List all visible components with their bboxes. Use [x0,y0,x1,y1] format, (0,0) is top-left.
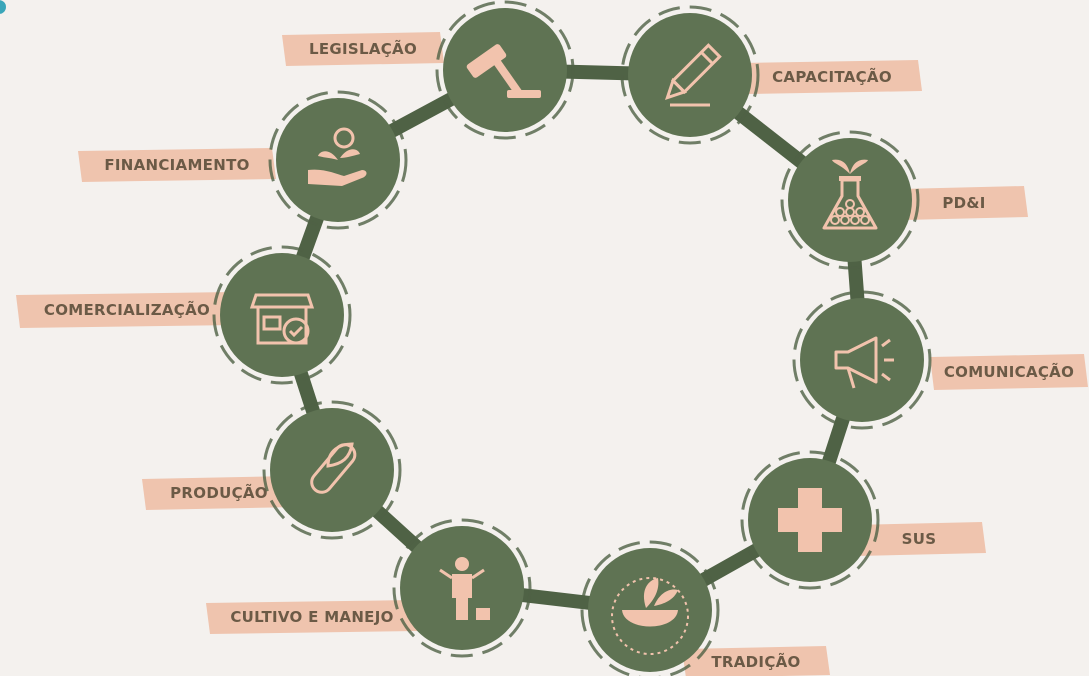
node-circle [270,408,394,532]
label-tape [930,354,1088,390]
node-capacitacao: CAPACITAÇÃO [620,5,922,145]
node-brush-ring [268,90,408,230]
mortar-pestle-icon [611,577,689,655]
store-icon [249,293,315,345]
megaphone-icon [834,336,894,389]
node-label-text: PRODUÇÃO [170,483,268,502]
pencil-icon [665,43,722,107]
node-producao: PRODUÇÃO [142,400,402,540]
node-brush-ring [792,290,932,430]
node-brush-ring [620,5,760,145]
label-sus: SUS [852,522,986,556]
node-brush-ring [212,245,352,385]
node-cultivo: CULTIVO E MANEJO [206,518,532,658]
label-tape [852,522,986,556]
node-sus: SUS [740,450,986,590]
node-legislacao: LEGISLAÇÃO [282,0,575,140]
label-legislacao: LEGISLAÇÃO [282,32,444,66]
node-label-text: TRADIÇÃO [711,652,800,671]
label-cultivo: CULTIVO E MANEJO [206,600,418,634]
node-comercializacao: COMERCIALIZAÇÃO [16,245,352,385]
label-capacitacao: CAPACITAÇÃO [742,60,922,94]
cross-icon [778,488,842,552]
node-label-text: LEGISLAÇÃO [309,39,417,58]
label-pdi: PD&I [900,186,1028,220]
node-label-text: COMERCIALIZAÇÃO [44,300,210,319]
node-circle [628,13,752,137]
node-circle [220,253,344,377]
node-brush-ring [580,540,720,676]
node-label-text: FINANCIAMENTO [104,156,249,174]
label-tape [742,60,922,94]
node-tradicao: TRADIÇÃO [580,540,830,676]
label-tape [142,476,296,510]
node-label-text: PD&I [942,194,985,212]
node-circle [800,298,924,422]
label-tape [78,148,276,182]
node-comunicacao: COMUNICAÇÃO [792,290,1088,430]
node-label-text: CAPACITAÇÃO [772,67,892,86]
capsule-leaf-icon [310,442,357,494]
label-producao: PRODUÇÃO [142,476,296,510]
label-tape [682,646,830,676]
node-pdi: PD&I [780,130,1028,270]
label-financiamento: FINANCIAMENTO [78,148,276,182]
farmer-icon [439,557,490,620]
flask-icon [822,159,878,230]
node-brush-ring [392,518,532,658]
label-tape [900,186,1028,220]
label-tape [282,32,444,66]
label-tradicao: TRADIÇÃO [682,646,830,676]
node-brush-ring [435,0,575,140]
corner-decoration-dot [0,0,6,14]
node-label-text: SUS [902,530,937,548]
node-brush-ring [740,450,880,590]
money-plant-icon [308,127,367,186]
node-label-text: COMUNICAÇÃO [944,362,1074,381]
label-comercializacao: COMERCIALIZAÇÃO [16,292,238,328]
label-tape [16,292,238,328]
gavel-icon [466,44,541,99]
node-label-text: CULTIVO E MANEJO [230,608,393,626]
label-tape [206,600,418,634]
cycle-nodes: LEGISLAÇÃO CAPACITAÇÃO PD&I COMUNICAÇÃO SUS T… [16,0,1088,676]
node-brush-ring [262,400,402,540]
node-financiamento: FINANCIAMENTO [78,90,408,230]
node-brush-ring [780,130,920,270]
label-comunicacao: COMUNICAÇÃO [930,354,1088,390]
